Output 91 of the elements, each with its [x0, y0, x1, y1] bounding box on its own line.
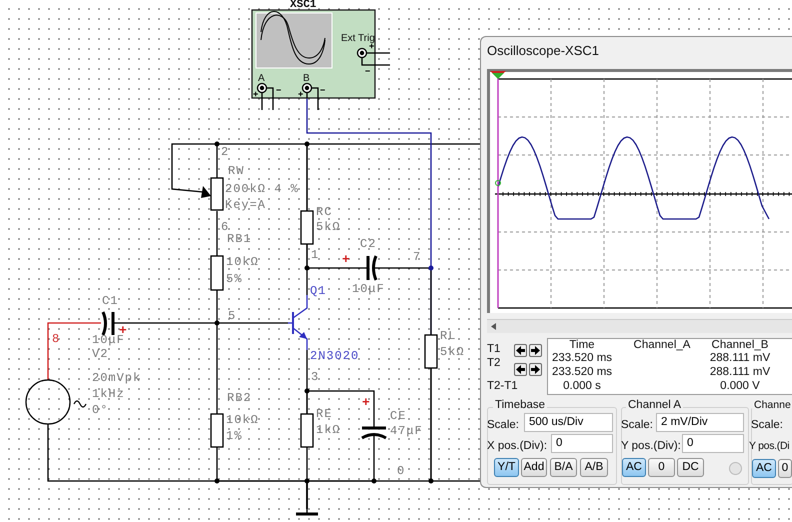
terminal-sign: −: [365, 67, 370, 75]
component-label: C2: [360, 238, 376, 251]
component-value: 2N3020: [310, 350, 360, 363]
wire: [116, 322, 288, 324]
readout-value: 288.111 mV: [710, 352, 770, 365]
component-label: RW: [228, 165, 244, 178]
net-label: 8: [52, 333, 60, 346]
net-label: 7: [413, 251, 422, 264]
mode-button: Y/T: [494, 458, 519, 477]
readout-value: 288.111 mV: [710, 366, 770, 379]
wire: [216, 211, 218, 256]
component-value: 10kΩ: [226, 414, 259, 427]
terminal-sign: −: [320, 86, 326, 94]
component-label: RE: [316, 408, 332, 421]
coupling-button: AC: [752, 459, 776, 478]
coupling-button: DC: [677, 458, 704, 477]
cursor-label: T1: [487, 343, 500, 356]
terminal-sign: +: [369, 42, 374, 50]
wire: [306, 244, 365, 269]
readout-value: 233.520 ms: [552, 366, 612, 379]
field-label: Y pos.(Div):: [621, 440, 681, 453]
terminal-sign: +: [298, 90, 304, 98]
wire: [306, 390, 375, 424]
coupling-button: 0: [648, 458, 675, 477]
oscilloscope-window: [480, 36, 792, 488]
net-label: 3: [311, 371, 320, 384]
field-label: Scale:: [621, 419, 653, 432]
polarity-sign: +: [342, 253, 350, 266]
wire: [377, 267, 432, 335]
component-value: 20mVpk: [92, 372, 142, 385]
readout-value: 0.000 V: [720, 380, 760, 393]
window-title: Oscilloscope-XSC1: [487, 43, 599, 58]
terminal-label: A: [258, 72, 265, 85]
mode-button: A/B: [580, 458, 608, 477]
input-field: 500 us/Div: [524, 413, 613, 432]
net-label: 5: [228, 310, 236, 323]
component-label: CE: [390, 410, 406, 423]
component-value: 1kHz: [92, 388, 125, 401]
component-value: 5kΩ: [316, 221, 341, 234]
wire: [47, 322, 101, 380]
component-label: RB2: [227, 392, 252, 405]
polarity-sign: +: [119, 324, 127, 337]
component-label: V2: [92, 348, 108, 361]
readout-value: 0.000 s: [563, 380, 601, 393]
wire: [306, 143, 480, 211]
component-value: 10μF: [92, 334, 125, 347]
input-field: 2 mV/Div: [656, 413, 744, 432]
component-value: 0°: [92, 404, 108, 417]
cursor-label: T2-T1: [487, 380, 518, 393]
component-label: RC: [316, 206, 332, 219]
terminal-sign: −: [276, 86, 282, 94]
component-value: 1%: [226, 430, 242, 443]
group-title: Channe: [752, 399, 792, 412]
net-label: 6: [221, 221, 230, 234]
net-label: 0: [397, 465, 406, 478]
component-value: 10μF: [352, 283, 385, 296]
wire: [216, 290, 218, 414]
component-value: 10kΩ: [226, 256, 259, 269]
component-label: RL: [440, 330, 456, 343]
readout-value: 233.520 ms: [552, 352, 612, 365]
net-label: 1: [311, 249, 320, 262]
cursor-label: T2: [487, 357, 500, 370]
coupling-button: 0: [778, 459, 792, 478]
coupling-button: AC: [622, 458, 646, 477]
terminal-sign: +: [253, 90, 258, 98]
component-value: Key=A: [225, 199, 266, 212]
column-header: Time: [569, 339, 595, 352]
input-field: 0: [682, 434, 744, 453]
component-label: Q1: [310, 285, 326, 298]
field-label: Y pos.(Di: [749, 440, 790, 453]
component-value: 5%: [226, 273, 242, 286]
mode-button: B/A: [550, 458, 577, 477]
component-value: 200kΩ 4 %: [225, 183, 299, 196]
mode-button: Add: [521, 458, 547, 477]
wire: [430, 368, 480, 482]
field-label: X pos.(Div):: [487, 440, 548, 453]
field-label: Scale:: [751, 419, 783, 432]
component-value: 47μF: [390, 425, 423, 438]
component-value: 5kΩ: [440, 346, 465, 359]
component-label: RB1: [227, 233, 252, 246]
terminal-label: Ext Trig: [341, 32, 375, 44]
net-label: 2: [221, 146, 230, 159]
field-label: Scale:: [487, 419, 519, 432]
component-label: C1: [102, 295, 118, 308]
polarity-sign: +: [362, 396, 370, 409]
column-header: Channel_B: [712, 339, 768, 352]
terminal-label: B: [303, 72, 310, 85]
instrument-label: XSC1: [290, 0, 316, 11]
component-value: 1kΩ: [316, 424, 341, 437]
column-header: Channel_A: [634, 339, 690, 352]
input-field: 0: [551, 434, 613, 453]
